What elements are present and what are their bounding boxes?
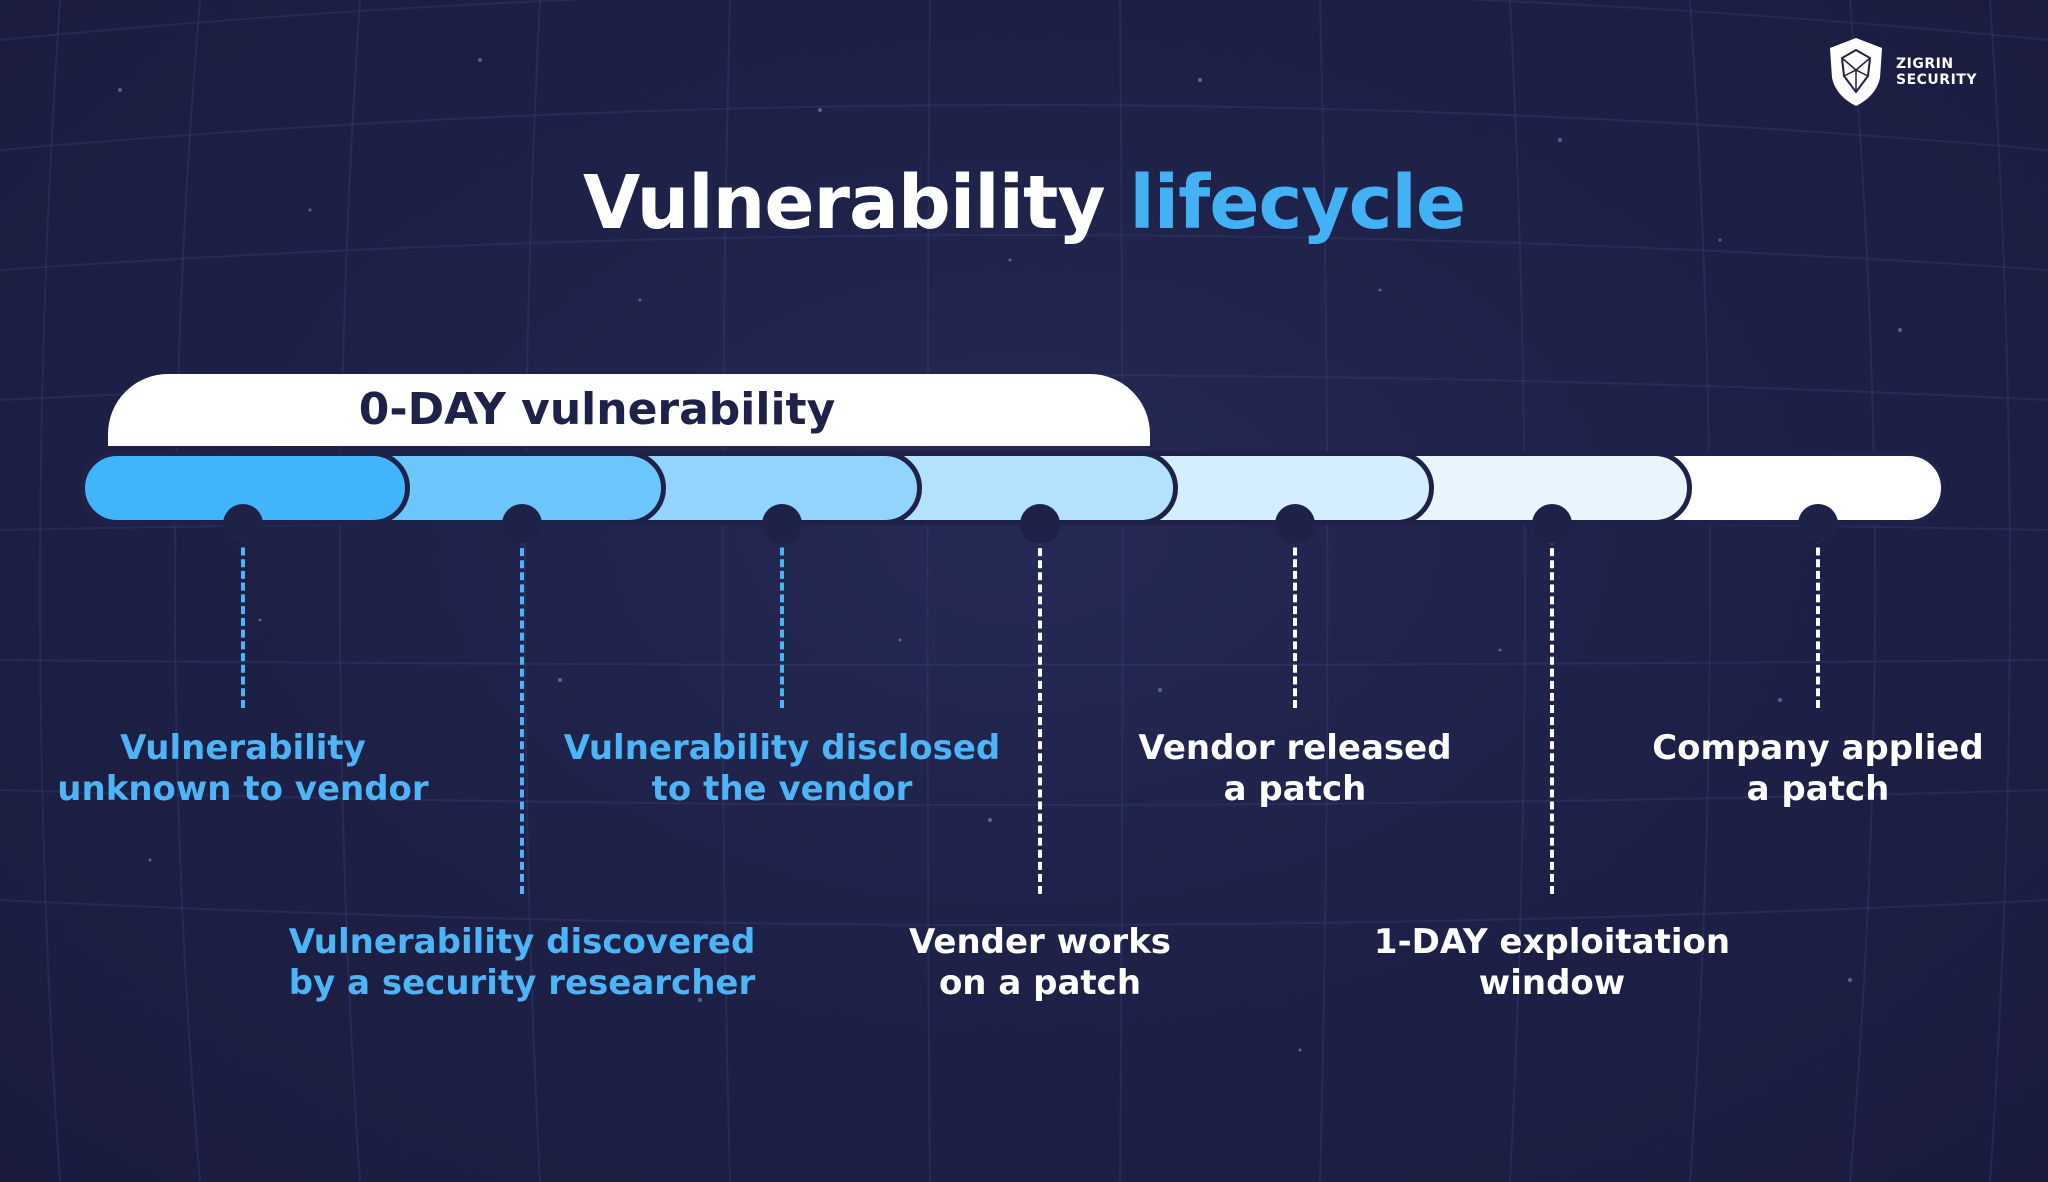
timeline-marker-7 [1798,504,1838,544]
stage-label-line2: a patch [1746,769,1890,809]
stage-label-line2: unknown to vendor [57,769,429,809]
connector-line-6 [1550,524,1554,894]
stage-label-line1: Vendor released [1138,728,1452,768]
zero-day-label: 0-DAY vulnerability [358,384,836,435]
stage-label-line2: a patch [1223,769,1367,809]
title-main: Vulnerability [582,160,1106,246]
title-accent: lifecycle [1129,160,1466,246]
stage-label-line1: Vulnerability disclosed [563,728,1001,768]
timeline-marker-3 [762,504,802,544]
connector-line-2 [520,524,524,894]
connector-line-4 [1038,524,1042,894]
timeline-marker-4 [1020,504,1060,544]
stage-label-line1: Company applied [1652,728,1984,768]
stage-label-line2: by a security researcher [288,963,756,1003]
connector-line-7 [1816,524,1820,708]
stage-label-line1: 1-DAY exploitation [1373,922,1731,962]
connector-line-3 [780,524,784,708]
connector-line-1 [241,524,245,708]
stage-label-line1: Vender works [908,922,1172,962]
stage-label-line2: window [1478,963,1626,1003]
timeline-marker-1 [223,504,263,544]
stage-label-line1: Vulnerability [120,728,366,768]
timeline-marker-2 [502,504,542,544]
logo-line2: SECURITY [1896,72,1977,88]
logo-text: ZIGRIN SECURITY [1896,56,1977,88]
logo: ZIGRIN SECURITY [1826,36,1977,108]
connector-line-5 [1293,524,1297,708]
stage-label-line1: Vulnerability discovered [288,922,756,962]
timeline-marker-5 [1275,504,1315,544]
zero-day-bracket [108,374,1150,446]
logo-line1: ZIGRIN [1896,56,1954,72]
timeline-marker-6 [1532,504,1572,544]
wolf-shield-icon [1830,38,1882,106]
page-title: Vulnerability lifecycle [0,160,2048,246]
stage-label-line2: on a patch [938,963,1142,1003]
stage-label-line2: to the vendor [651,769,913,809]
